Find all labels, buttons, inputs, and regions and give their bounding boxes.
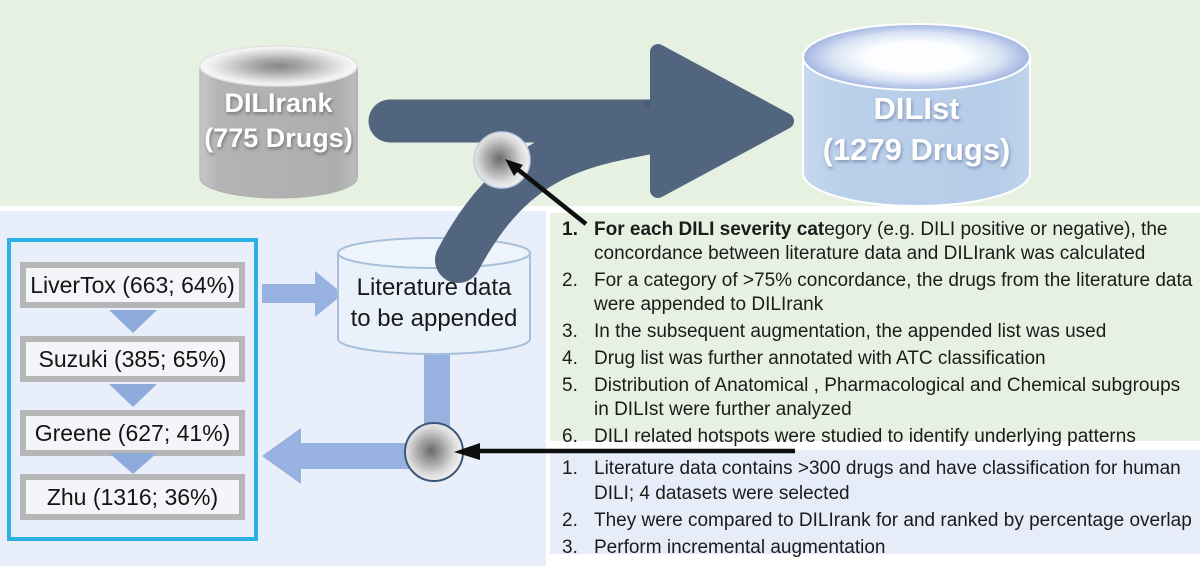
datasets-group-frame: [7, 238, 258, 541]
list-item-number: 2.: [562, 510, 578, 531]
list-item-number: 2.: [562, 270, 578, 291]
list-item: 6. DILI related hotspots were studied to …: [550, 425, 1198, 449]
list-item-number: 4.: [562, 348, 578, 369]
dilirank-label: DILIrank (775 Drugs): [200, 86, 357, 156]
junction-node-top: [473, 131, 531, 189]
list-item-text: DILI related hotspots were studied to id…: [594, 426, 1136, 447]
dataset-box-zhu: Zhu (1316; 36%): [20, 474, 245, 520]
dilist-count: (1279 Drugs): [822, 132, 1011, 167]
list-item-text: Distribution of Anatomical , Pharmacolog…: [594, 375, 1181, 420]
dataset-box-suzuki: Suzuki (385; 65%): [20, 336, 245, 382]
list-item: 1. For each DILI severity category (e.g. …: [550, 218, 1198, 266]
list-item-number: 1.: [562, 219, 578, 240]
list-item-text: Literature data contains >300 drugs and …: [594, 458, 1181, 504]
list-item-number: 6.: [562, 426, 578, 447]
augmentation-steps-list: 1. For each DILI severity category (e.g. …: [550, 218, 1198, 452]
dataset-box-greene: Greene (627; 41%): [20, 410, 245, 456]
dataset-label: Suzuki (385; 65%): [38, 345, 227, 372]
branch-curve-to-literature-icon: [435, 108, 673, 283]
list-item-text: Perform incremental augmentation: [594, 537, 886, 558]
literature-label-line1: Literature data: [356, 274, 512, 301]
literature-cylinder-label: Literature data to be appended: [338, 272, 530, 334]
list-item: 2. For a category of >75% concordance, th…: [550, 269, 1198, 317]
selection-steps-list: 1. Literature data contains >300 drugs an…: [550, 456, 1198, 562]
list-item-number: 1.: [562, 458, 578, 479]
list-item-text: For a category of >75% concordance, the …: [594, 270, 1193, 315]
list-item-number: 3.: [562, 537, 578, 558]
arrow-livertox-to-literature-icon: [262, 271, 343, 317]
dilist-name: DILIst: [873, 91, 960, 126]
dilist-cylinder: [802, 23, 1031, 207]
main-flow-arrow-icon: [368, 44, 794, 283]
list-item-text: They were compared to DILIrank for and r…: [594, 510, 1192, 531]
selection-notes-panel: [550, 450, 1200, 554]
dataset-flow-triangle-icon: [109, 453, 157, 474]
dilirank-count: (775 Drugs): [204, 123, 353, 153]
list-item: 3. Perform incremental augmentation: [550, 535, 1198, 560]
arrow-back-to-datasets-icon: [262, 428, 434, 484]
list-item-text: Drug list was further annotated with ATC…: [594, 348, 1046, 369]
dilirank-name: DILIrank: [224, 88, 333, 118]
literature-label-line2: to be appended: [350, 305, 518, 332]
callout-arrow-bottom-icon: [454, 443, 795, 460]
list-item-number: 3.: [562, 321, 578, 342]
dilirank-cylinder: [199, 45, 358, 199]
list-item: 4. Drug list was further annotated with A…: [550, 347, 1198, 371]
dataset-flow-triangle-icon: [109, 310, 157, 333]
list-item-text: For each DILI severity category (e.g. DI…: [594, 219, 1168, 264]
list-item: 3. In the subsequent augmentation, the ap…: [550, 320, 1198, 344]
list-item: 1. Literature data contains >300 drugs an…: [550, 456, 1198, 506]
dataset-box-livertox: LiverTox (663; 64%): [20, 262, 245, 308]
augmentation-notes-panel: [550, 213, 1200, 441]
dilist-label: DILIst (1279 Drugs): [803, 88, 1030, 170]
dataset-label: LiverTox (663; 64%): [30, 271, 235, 298]
list-item-text: In the subsequent augmentation, the appe…: [594, 321, 1107, 342]
dataset-flow-triangle-icon: [109, 384, 157, 407]
dataset-label: Greene (627; 41%): [34, 419, 231, 446]
list-item: 5. Distribution of Anatomical , Pharmacol…: [550, 374, 1198, 422]
callout-arrow-top-icon: [505, 159, 588, 226]
list-item-number: 5.: [562, 375, 578, 396]
list-item: 2. They were compared to DILIrank for and…: [550, 508, 1198, 533]
dataset-label: Zhu (1316; 36%): [46, 483, 219, 510]
